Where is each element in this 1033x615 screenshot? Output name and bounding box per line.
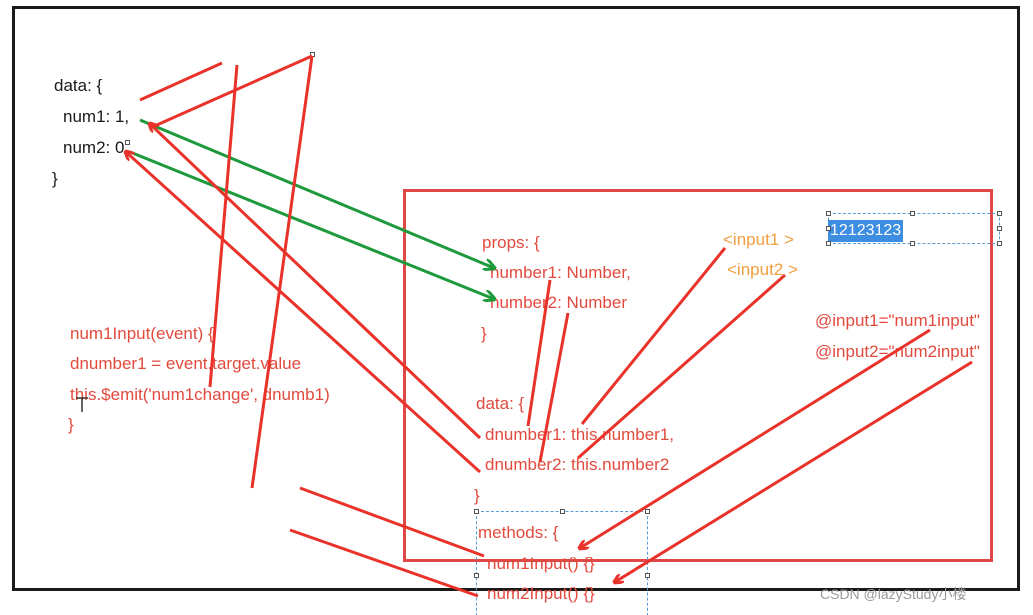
resize-handle[interactable] xyxy=(910,241,915,246)
resize-handle[interactable] xyxy=(826,226,831,231)
green-arrow-num1-to-number1 xyxy=(139,118,494,268)
red-stroke xyxy=(139,61,223,102)
child-data-open: data: { xyxy=(476,394,525,413)
parent-num1: num1: 1, xyxy=(63,107,130,126)
resize-handle[interactable] xyxy=(560,509,565,514)
resize-handle[interactable] xyxy=(910,211,915,216)
resize-handle[interactable] xyxy=(997,211,1002,216)
red-stroke xyxy=(526,279,552,427)
method-signature: num1Input(event) { xyxy=(70,324,214,343)
resize-handle[interactable] xyxy=(997,241,1002,246)
red-stroke xyxy=(208,64,239,388)
input1-label: <input1 > xyxy=(723,230,794,249)
resize-handle[interactable] xyxy=(474,573,479,578)
props-open: props: { xyxy=(482,233,540,252)
resize-handle[interactable] xyxy=(826,241,831,246)
resize-handle[interactable] xyxy=(125,140,130,145)
method-num1input: num1Input() {} xyxy=(487,554,595,573)
red-stroke xyxy=(299,486,485,558)
selected-text[interactable]: 12123123 xyxy=(828,220,904,242)
event-input1: @input1="num1input" xyxy=(815,311,980,330)
methods-open: methods: { xyxy=(478,523,559,542)
red-stroke xyxy=(580,247,727,425)
prop-number1: number1: Number, xyxy=(490,263,631,282)
canvas-frame xyxy=(12,6,1020,591)
red-arrow-input2-to-method xyxy=(615,360,973,582)
red-stroke xyxy=(538,312,570,463)
resize-handle[interactable] xyxy=(474,509,479,514)
resize-handle[interactable] xyxy=(826,211,831,216)
child-component-box xyxy=(403,189,993,562)
method-num2input: num2Input() {} xyxy=(487,584,595,603)
parent-num2: num2: 0 xyxy=(63,138,125,157)
green-arrow-num2-to-number2 xyxy=(129,150,494,299)
child-dnumber2: dnumber2: this.number2 xyxy=(485,455,670,474)
method-close: } xyxy=(68,415,74,434)
input2-label: <input2 > xyxy=(727,260,798,279)
child-data-close: } xyxy=(474,486,480,505)
method-emit: this.$emit('num1change', dnumb1) xyxy=(70,385,330,404)
red-arrow-dnumber1-to-num1 xyxy=(150,124,482,440)
resize-handle[interactable] xyxy=(997,226,1002,231)
red-stroke xyxy=(250,55,314,489)
parent-data-close: } xyxy=(52,169,58,188)
red-arrow-input1-to-method xyxy=(580,328,931,548)
resize-handle[interactable] xyxy=(645,509,650,514)
prop-number2: number2: Number xyxy=(490,293,628,312)
red-stroke xyxy=(289,528,479,598)
props-close: } xyxy=(481,324,487,343)
red-arrow-dnumber2-to-num2 xyxy=(126,152,482,474)
red-stroke xyxy=(149,54,313,130)
resize-handle[interactable] xyxy=(645,573,650,578)
watermark: CSDN @lazyStudy小楼 xyxy=(820,586,967,602)
red-stroke xyxy=(577,273,786,460)
parent-data-open: data: { xyxy=(54,76,103,95)
